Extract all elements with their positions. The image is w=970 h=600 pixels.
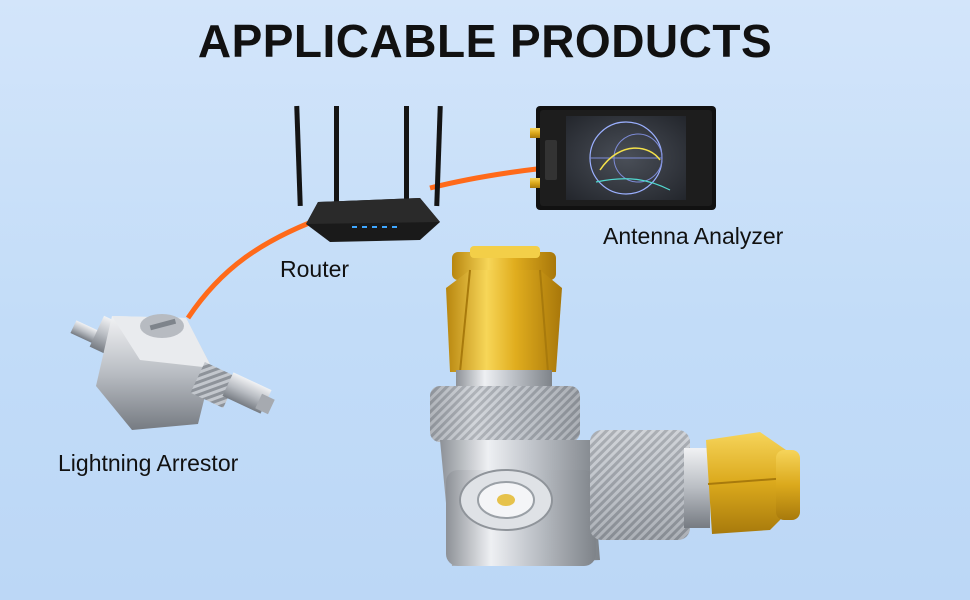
lightning-arrestor-caption: Lightning Arrestor	[58, 450, 239, 476]
sma-adapter-image	[430, 246, 800, 566]
lightning-arrestor-image	[70, 314, 275, 430]
cable	[429, 165, 546, 191]
router-caption: Router	[280, 256, 350, 282]
router-image	[294, 105, 443, 242]
antenna-analyzer-image	[530, 106, 716, 210]
page-title: APPLICABLE PRODUCTS	[197, 15, 773, 67]
antenna-analyzer-caption: Antenna Analyzer	[603, 223, 784, 249]
